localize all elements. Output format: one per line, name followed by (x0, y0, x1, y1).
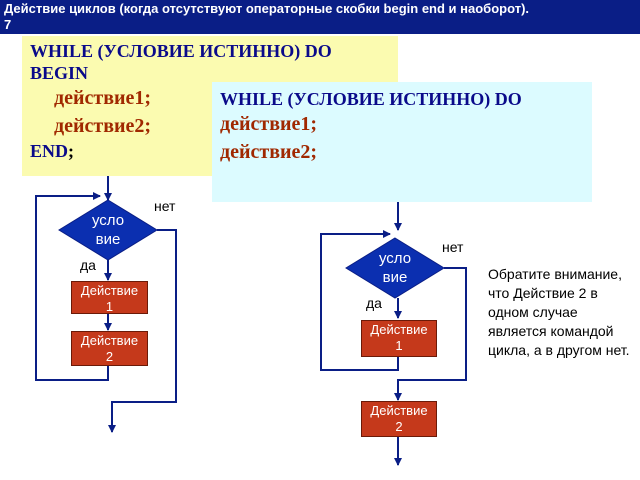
left-no-label: нет (154, 198, 176, 214)
while-keyword: WHILE (30, 41, 94, 61)
end-semicolon: ; (68, 141, 75, 161)
code-block-without-begin-end: WHILE (УСЛОВИЕ ИСТИННО) DO действие1; де… (212, 82, 592, 202)
right-condition-line1: усло (378, 250, 412, 267)
right-condition-diamond (345, 237, 445, 299)
do-keyword: DO (304, 41, 332, 61)
while-condition: (УСЛОВИЕ ИСТИННО) (287, 89, 491, 109)
left-loop-back-arrow (35, 192, 109, 381)
left-no-branch-arrow (108, 229, 177, 433)
right-condition-line2: вие (382, 269, 408, 286)
right-loop-back-arrow (320, 230, 399, 371)
left-condition-diamond (58, 199, 158, 261)
code-block-with-begin-end: WHILE (УСЛОВИЕ ИСТИННО) DO BEGIN действи… (22, 36, 398, 176)
while-line: WHILE (УСЛОВИЕ ИСТИННО) DO (30, 40, 390, 62)
right-no-label: нет (442, 239, 464, 255)
right-action2-box: Действие 2 (361, 401, 437, 437)
while-keyword: WHILE (220, 89, 284, 109)
end-keyword: END (30, 141, 69, 161)
left-action2-line1: Действие (80, 333, 139, 348)
left-action1-line1: Действие (80, 283, 139, 298)
action2-statement: действие2; (220, 141, 318, 163)
slide-title: Действие циклов (когда отсутствуют опера… (0, 0, 640, 34)
action1-statement: действие1; (220, 113, 318, 135)
begin-keyword: BEGIN (30, 63, 89, 83)
do-keyword: DO (494, 89, 522, 109)
right-yes-label: да (366, 295, 382, 311)
left-action1-line2: 1 (105, 299, 114, 314)
left-condition-label: усло вие (72, 211, 144, 249)
left-condition-line1: усло (91, 212, 125, 229)
left-yes-label: да (80, 257, 96, 273)
right-action1-box: Действие 1 (361, 320, 437, 357)
right-no-branch-arrow (394, 267, 467, 401)
right-action1-line2: 1 (395, 338, 403, 353)
explanatory-note: Обратите внимание, что Действие 2 в одно… (488, 266, 630, 358)
end-line: END; (30, 140, 390, 162)
slide-title-line1: Действие циклов (когда отсутствуют опера… (4, 1, 530, 16)
left-condition-line2: вие (95, 231, 121, 248)
while-condition: (УСЛОВИЕ ИСТИННО) (97, 41, 301, 61)
left-action1-box: Действие 1 (71, 281, 148, 314)
slide-title-line2: 7 (4, 17, 12, 32)
right-action2-line2: 2 (395, 419, 403, 434)
left-action2-line2: 2 (105, 349, 114, 364)
right-condition-label: усло вие (359, 249, 431, 287)
left-action2-box: Действие 2 (71, 331, 148, 366)
action2-statement: действие2; (54, 115, 152, 137)
while-line: WHILE (УСЛОВИЕ ИСТИННО) DO (220, 88, 584, 110)
right-action2-line1: Действие (370, 403, 428, 418)
right-action1-line1: Действие (370, 322, 428, 337)
action1-statement: действие1; (54, 87, 152, 109)
